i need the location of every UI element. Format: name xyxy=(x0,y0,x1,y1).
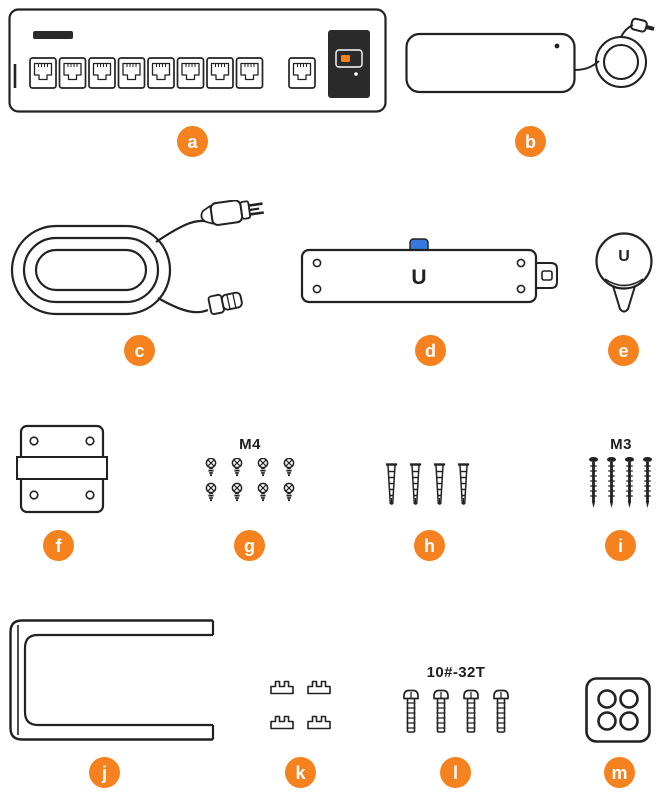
item-badge-g: g xyxy=(234,530,265,561)
item-badge-h: h xyxy=(414,530,445,561)
item-letter-l: l xyxy=(452,762,458,783)
rack-screws-caption: 10#-32T xyxy=(426,664,486,681)
item-badge-i: i xyxy=(605,530,636,561)
m3-screws-caption: M3 xyxy=(610,436,632,453)
item-badge-k: k xyxy=(285,757,316,788)
item-badge-f: f xyxy=(43,530,74,561)
item-letter-c: c xyxy=(134,340,145,361)
ubiquiti-logo-text: U xyxy=(618,248,630,265)
item-badge-l: l xyxy=(440,757,471,788)
item-letter-a: a xyxy=(187,131,198,152)
screw-anchors-illustration xyxy=(383,460,479,512)
item-badge-d: d xyxy=(415,335,446,366)
item-letter-f: f xyxy=(55,535,62,556)
item-badge-m: m xyxy=(604,757,635,788)
m3-screws-illustration xyxy=(585,456,657,510)
cable-clips-illustration xyxy=(269,678,335,734)
item-letter-m: m xyxy=(611,762,628,783)
item-letter-i: i xyxy=(617,535,623,556)
power-adapter-illustration xyxy=(405,16,660,108)
ubiquiti-logo-text: U xyxy=(411,266,426,289)
item-badge-e: e xyxy=(608,335,639,366)
item-letter-d: d xyxy=(425,340,436,361)
power-cord-illustration xyxy=(8,200,286,324)
item-letter-k: k xyxy=(295,762,306,783)
item-letter-j: j xyxy=(101,762,107,783)
item-badge-a: a xyxy=(177,126,208,157)
item-badge-c: c xyxy=(124,335,155,366)
mounting-bracket-illustration xyxy=(16,424,108,516)
backing-plate-illustration: U xyxy=(300,236,565,314)
item-letter-b: b xyxy=(525,131,536,152)
round-mount-illustration: U xyxy=(593,230,655,320)
m4-screws-illustration xyxy=(205,458,297,504)
item-letter-h: h xyxy=(424,535,435,556)
m4-screws-caption: M4 xyxy=(239,436,261,453)
item-badge-b: b xyxy=(515,126,546,157)
network-switch-illustration xyxy=(8,8,393,114)
hole-plate-illustration xyxy=(584,676,652,744)
item-letter-g: g xyxy=(244,535,255,556)
item-letter-e: e xyxy=(618,340,629,361)
item-badge-j: j xyxy=(89,757,120,788)
wall-mount-frame-illustration xyxy=(8,618,220,744)
rack-screws-illustration xyxy=(400,688,514,738)
